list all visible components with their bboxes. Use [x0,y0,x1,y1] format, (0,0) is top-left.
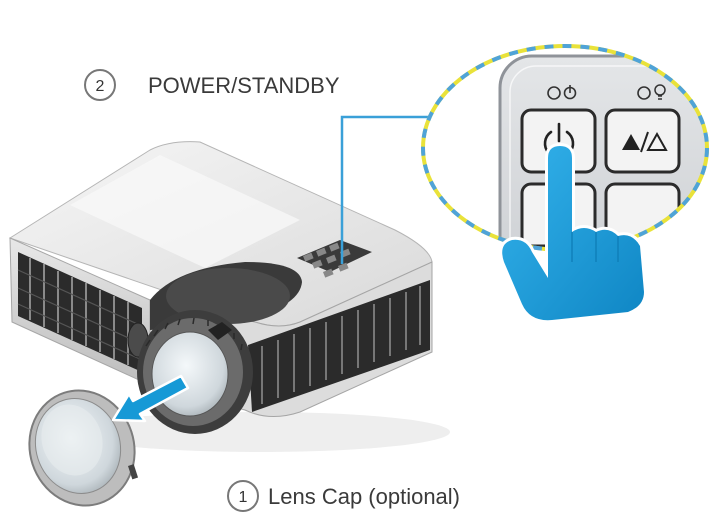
left-vents [17,252,143,372]
lens-cap [28,389,139,507]
callout-label: Lens Cap (optional) [268,484,460,509]
source-button[interactable] [604,108,681,174]
callout-power-standby: 2 POWER/STANDBY [84,69,340,101]
lens-hood [166,268,290,324]
callout-lens-cap: 1 Lens Cap (optional) [227,480,460,512]
callout-badge [84,69,116,101]
leader-line [340,115,432,264]
lamp-led-icon [637,84,666,100]
lens-glass [151,331,229,417]
eject-outline-icon [622,131,668,153]
callout-label: POWER/STANDBY [148,73,340,98]
pointing-hand-icon [499,143,647,324]
callout-number: 2 [96,78,105,95]
zoom-ring-blue [421,44,709,252]
focus-lever [208,322,232,340]
top-control-panel [297,240,372,278]
projector [8,141,450,452]
lens-cap-removal-arrow [111,374,190,423]
callout-badge [227,480,259,512]
top-highlight [70,155,300,268]
front-vents [248,280,430,412]
power-led-icon [547,85,577,100]
callout-number: 1 [239,489,248,506]
